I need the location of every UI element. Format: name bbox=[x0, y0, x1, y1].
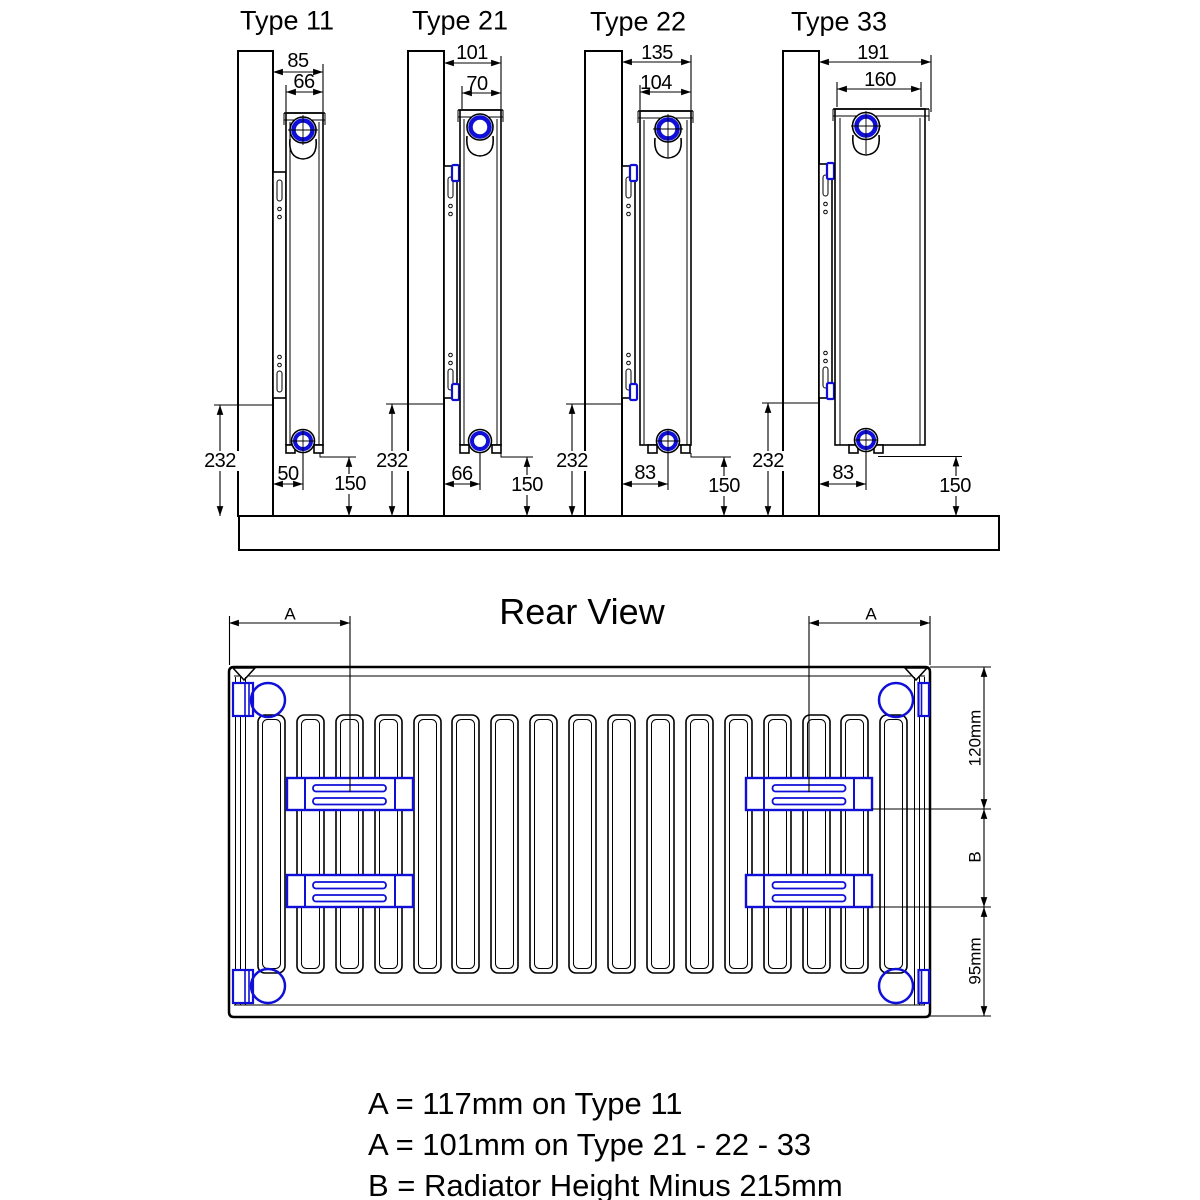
dim-t11-bracket-height: 232 bbox=[201, 451, 239, 471]
title-type-11: Type 11 bbox=[239, 5, 335, 36]
title-type-22: Type 22 bbox=[589, 6, 687, 37]
dim-t22-depth-total: 135 bbox=[641, 42, 673, 64]
dim-rear-a-left: A bbox=[284, 604, 296, 624]
dim-t33-pipe-offset: 83 bbox=[832, 462, 854, 484]
dim-rear-a-right: A bbox=[865, 604, 877, 624]
dim-t11-pipe-offset: 50 bbox=[277, 463, 299, 485]
dim-t21-depth-panel: 70 bbox=[466, 73, 488, 95]
corner-pipe-bosses bbox=[231, 681, 931, 1005]
note-b-formula: B = Radiator Height Minus 215mm bbox=[368, 1168, 843, 1200]
dim-t22-pipe-offset: 83 bbox=[634, 462, 656, 484]
dim-t21-depth-total: 101 bbox=[456, 42, 488, 64]
side-view-type-21 bbox=[386, 50, 533, 517]
dim-t11-pipe-height: 150 bbox=[331, 474, 369, 494]
dim-t22-depth-panel: 104 bbox=[640, 72, 672, 94]
dim-t33-depth-total: 191 bbox=[857, 42, 889, 64]
convector-fins bbox=[257, 714, 908, 974]
dim-t33-depth-panel: 160 bbox=[864, 69, 896, 91]
dim-t22-bracket-height: 232 bbox=[553, 451, 591, 471]
dim-t21-bracket-height: 232 bbox=[373, 451, 411, 471]
note-a-others: A = 101mm on Type 21 - 22 - 33 bbox=[368, 1127, 812, 1162]
rear-view-title: Rear View bbox=[499, 591, 665, 632]
side-view-type-11 bbox=[214, 50, 356, 517]
title-type-33: Type 33 bbox=[790, 6, 888, 37]
dim-t22-pipe-height: 150 bbox=[705, 476, 743, 496]
dim-t11-depth-total: 85 bbox=[287, 50, 309, 72]
floor bbox=[238, 515, 1000, 551]
dims-rear-view bbox=[228, 616, 991, 1017]
dim-rear-top-fixing: 120mm bbox=[965, 709, 985, 767]
dim-t33-bracket-height: 232 bbox=[749, 451, 787, 471]
dim-t11-depth-panel: 66 bbox=[293, 71, 315, 93]
title-type-21: Type 21 bbox=[411, 5, 509, 36]
note-a-type11: A = 117mm on Type 11 bbox=[368, 1086, 683, 1121]
dim-rear-between-fixings: B bbox=[965, 851, 985, 863]
dim-t21-pipe-offset: 66 bbox=[451, 463, 473, 485]
rear-view-drawing bbox=[227, 616, 991, 1019]
dim-t33-pipe-height: 150 bbox=[936, 476, 974, 496]
dim-t21-pipe-height: 150 bbox=[508, 475, 546, 495]
dim-rear-bottom-fixing: 95mm bbox=[965, 937, 985, 985]
side-view-type-22 bbox=[566, 50, 731, 517]
side-view-type-33 bbox=[762, 50, 962, 517]
